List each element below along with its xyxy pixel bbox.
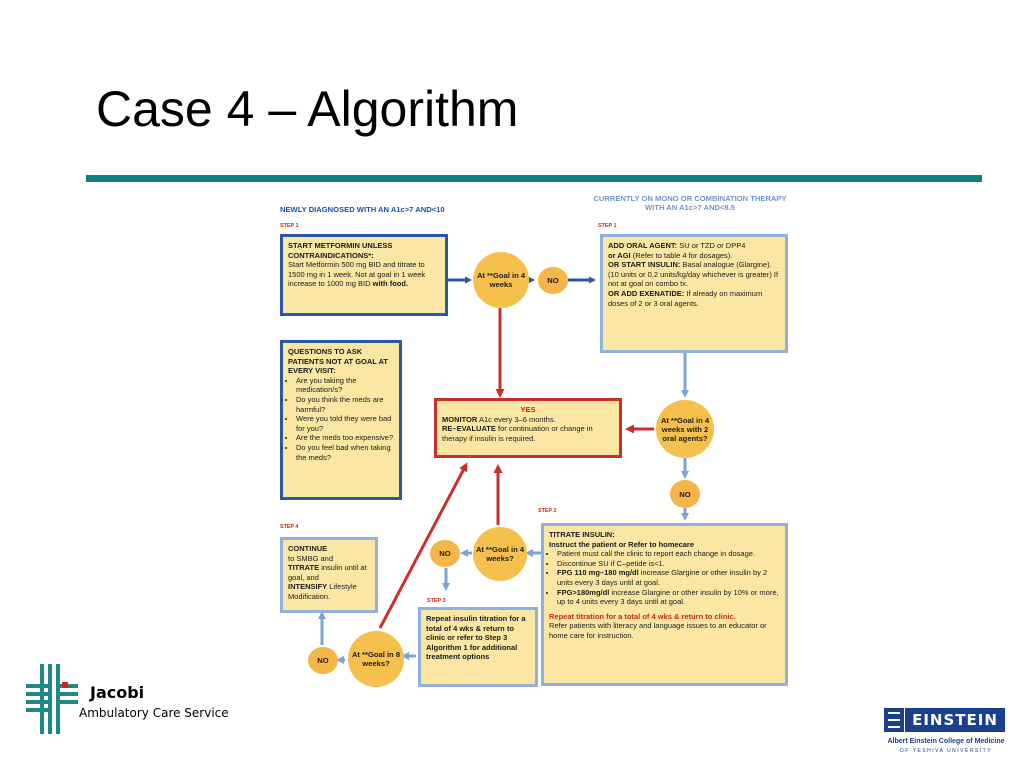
- titrate-list: Patient must call the clinic to report e…: [549, 549, 780, 607]
- no-circle-oral: NO: [670, 480, 700, 508]
- no-circle-step1: NO: [538, 267, 568, 294]
- einstein-logo-icon: [884, 708, 904, 732]
- intensify-text: Lifestyle Modification.: [288, 582, 357, 601]
- step2-label: STEP 2: [538, 508, 557, 514]
- questions-list: Are you taking the medication/s? Do you …: [288, 376, 394, 462]
- fpg2-heading: FPG>180mg/dl: [557, 587, 610, 597]
- start-insulin-text: Basal analogue (Glargine).: [682, 260, 772, 270]
- monitor-box: YES MONITOR A1c every 3–6 months. RE–EVA…: [434, 398, 622, 458]
- metformin-body: Start Metformin 500 mg BID and titrate t…: [288, 260, 426, 289]
- titrate-repeat: Repeat titration for a total of 4 wks & …: [549, 611, 736, 621]
- arrow-goal8-to-monitor: [378, 462, 468, 629]
- oral-agent-heading: ADD ORAL AGENT:: [608, 241, 678, 250]
- algorithm-flowchart: NEWLY DIAGNOSED WITH AN A1c>7 AND<10 CUR…: [270, 190, 794, 702]
- titrate-item: Patient must call the clinic to report e…: [557, 549, 780, 559]
- monitor-text: A1c every 3–6 months.: [478, 414, 556, 424]
- titrate-text: insulin until at goal, and: [288, 563, 367, 582]
- titrate-item: Discontinue SU if C–petide is<1.: [557, 559, 780, 569]
- oral-agent-box: ADD ORAL AGENT: SU or TZD or DPP4 or AGI…: [600, 234, 788, 353]
- titrate-refer: Refer patients with literacy and languag…: [549, 621, 767, 640]
- step4-label: STEP 4: [280, 524, 299, 530]
- oral-agent-options: SU or TZD or DPP4: [679, 241, 746, 250]
- reevaluate-text: for continuation or change in therapy if…: [442, 424, 593, 443]
- jacobi-subtitle: Ambulatory Care Service: [79, 706, 229, 720]
- insulin-dose-text: (10 units or 0.2 units/kg/day whichever …: [608, 269, 779, 289]
- flowchart-arrows: [318, 276, 689, 664]
- titrate-item: FPG>180mg/dl increase Glargine or other …: [557, 588, 780, 607]
- exenatide-text: If already on maximum doses of 2 or 3 or…: [608, 288, 763, 308]
- continue-box: CONTINUE to SMBG and TITRATE insulin unt…: [280, 537, 378, 613]
- header-newly-diagnosed: NEWLY DIAGNOSED WITH AN A1c>7 AND<10: [280, 205, 445, 214]
- titrate-subtitle: Instruct the patient or Refer to homecar…: [549, 539, 695, 549]
- fpg2-text: increase Glargine or other insulin by 10…: [557, 587, 779, 607]
- titrate-title: TITRATE INSULIN:: [549, 530, 615, 539]
- einstein-subtitle: Albert Einstein College of Medicine: [887, 738, 1005, 745]
- repeat-titration-box: Repeat insulin titration for a total of …: [418, 607, 538, 687]
- jacobi-name: Jacobi: [90, 683, 145, 702]
- no-circle-step3: NO: [308, 647, 338, 674]
- reevaluate-heading: RE–EVALUATE: [442, 424, 496, 434]
- step3-label: STEP 3: [427, 598, 446, 604]
- start-insulin-heading: OR START INSULIN:: [608, 260, 681, 270]
- goal-oral-agents-circle: At **Goal in 4 weeks with 2 oral agents?: [656, 400, 714, 458]
- fpg1-text: increase Glargine or other insulin by 2 …: [557, 568, 768, 587]
- goal-8-weeks-circle: At **Goal in 8 weeks?: [348, 631, 404, 687]
- jacobi-logo-icon: [26, 664, 78, 734]
- goal-4-weeks-question-circle: At **Goal in 4 weeks?: [473, 527, 527, 581]
- questions-title: QUESTIONS TO ASK PATIENTS NOT AT GOAL AT…: [288, 347, 388, 376]
- titrate-insulin-box: TITRATE INSULIN: Instruct the patient or…: [541, 523, 788, 686]
- question-item: Do you think the meds are harmful?: [296, 395, 394, 414]
- step1-left-label: STEP 1: [280, 223, 299, 229]
- einstein-wordmark: EINSTEIN: [905, 708, 1005, 732]
- metformin-title: START METFORMIN UNLESS CONTRAINDICATIONS…: [288, 241, 393, 260]
- yes-label: YES: [520, 405, 536, 414]
- titrate-item: FPG 110 mg–180 mg/dl increase Glargine o…: [557, 568, 780, 587]
- no-circle-step2: NO: [430, 540, 460, 567]
- continue-text: to SMBG and: [288, 553, 334, 563]
- exenatide-heading: OR ADD EXENATIDE:: [608, 288, 685, 298]
- question-item: Do you feel bad when taking the meds?: [296, 443, 394, 462]
- title-divider: [86, 175, 982, 182]
- intensify-heading: INTENSIFY: [288, 582, 328, 592]
- metformin-box: START METFORMIN UNLESS CONTRAINDICATIONS…: [280, 234, 448, 316]
- einstein-subtitle-2: OF YESHIVA UNIVERSITY: [899, 748, 993, 754]
- titrate-heading: TITRATE: [288, 563, 320, 573]
- fpg1-heading: FPG 110 mg–180 mg/dl: [557, 568, 639, 578]
- continue-heading: CONTINUE: [288, 544, 328, 553]
- slide-title: Case 4 – Algorithm: [96, 81, 519, 137]
- oral-agent-table-ref: (Refer to table 4 for dosages).: [632, 250, 733, 260]
- question-item: Are you taking the medication/s?: [296, 376, 394, 395]
- goal-4-weeks-circle: At **Goal in 4 weeks: [473, 252, 529, 308]
- metformin-tail: with food.: [372, 279, 409, 289]
- question-item: Are the meds too expensive?: [296, 433, 394, 443]
- monitor-heading: MONITOR: [442, 414, 478, 424]
- questions-box: QUESTIONS TO ASK PATIENTS NOT AT GOAL AT…: [280, 340, 402, 500]
- step1-right-label: STEP 1: [598, 223, 617, 229]
- header-current-therapy: CURRENTLY ON MONO OR COMBINATION THERAPY…: [593, 194, 787, 212]
- question-item: Were you told they were bad for you?: [296, 414, 394, 433]
- oral-agent-agi: or AGI: [608, 250, 631, 260]
